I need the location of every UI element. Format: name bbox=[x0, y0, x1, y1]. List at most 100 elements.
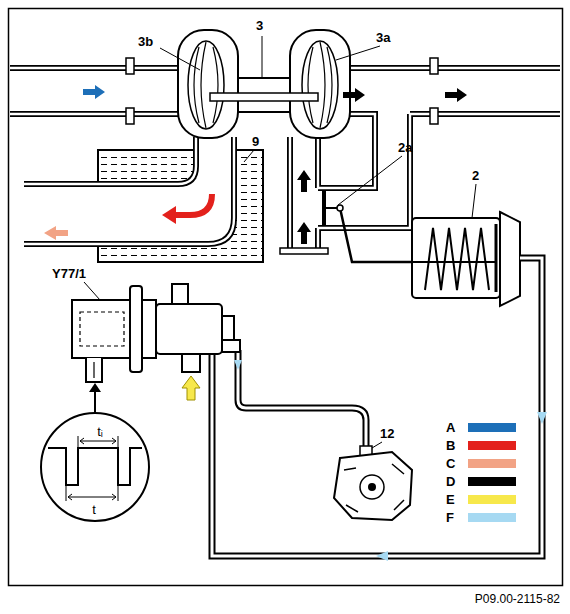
exhaust-arrow bbox=[297, 170, 311, 192]
pulse-waveform bbox=[48, 436, 142, 501]
pipe-flange bbox=[126, 58, 134, 74]
vacuum-flow-arrow bbox=[234, 360, 242, 370]
pipe-flange bbox=[430, 58, 438, 74]
figure-caption: P09.00-2115-82 bbox=[475, 592, 560, 606]
callout-number: 9 bbox=[252, 134, 259, 149]
turbine-wheel bbox=[302, 41, 338, 129]
pressure-transducer bbox=[222, 316, 234, 340]
pulse-waveform bbox=[68, 441, 116, 497]
exhaust-arrow bbox=[445, 88, 467, 102]
legend-swatch bbox=[468, 477, 516, 486]
callout-number: 2a bbox=[398, 140, 412, 155]
callout-number: 3b bbox=[138, 34, 153, 49]
charge-air-arrow bbox=[174, 194, 212, 215]
charge-air-arrow bbox=[162, 206, 176, 224]
vacuum-pump bbox=[360, 475, 384, 499]
pulse-waveform bbox=[66, 436, 118, 501]
pressure-transducer bbox=[182, 354, 200, 372]
compressor-wheel bbox=[178, 30, 238, 138]
vacuum-hose bbox=[212, 258, 542, 556]
turbo-housing bbox=[210, 93, 318, 101]
leader-line bbox=[84, 282, 100, 300]
vacuum-hose bbox=[238, 350, 366, 452]
pipe-wall bbox=[24, 137, 234, 244]
charge-air-arrow bbox=[162, 194, 212, 224]
turbine-wheel bbox=[290, 30, 350, 138]
vacuum-pump bbox=[368, 483, 376, 491]
vacuum-pump bbox=[334, 446, 412, 520]
signal-arrow bbox=[94, 391, 96, 412]
leader-line bbox=[84, 36, 476, 448]
intake-arrow bbox=[83, 85, 105, 99]
leader-line bbox=[336, 46, 380, 60]
compressor-wheel bbox=[188, 41, 224, 129]
leader-line bbox=[160, 48, 200, 70]
pressure-transducer bbox=[222, 340, 240, 352]
legend-swatch bbox=[468, 441, 516, 450]
legend-letter: F bbox=[446, 510, 454, 525]
vacuum-hose bbox=[238, 350, 366, 452]
vacuum-hose bbox=[212, 258, 542, 556]
callout-number: 2 bbox=[472, 168, 479, 183]
leader-line bbox=[372, 442, 382, 448]
boost-actuator bbox=[495, 224, 498, 292]
vacuum-hose bbox=[212, 258, 542, 556]
turbine-wheel bbox=[290, 30, 350, 138]
pipe-wall bbox=[24, 137, 196, 184]
pulse-waveform bbox=[48, 448, 142, 485]
pulse-waveform bbox=[68, 438, 116, 500]
signal-arrow bbox=[89, 383, 101, 412]
leader-line bbox=[472, 184, 476, 218]
boost-actuator bbox=[425, 228, 489, 290]
timing-label: tᵢ bbox=[97, 424, 103, 439]
pressure-transducer bbox=[86, 358, 102, 382]
vacuum-pump bbox=[334, 452, 412, 520]
vacuum-pump bbox=[344, 464, 404, 512]
compressor-wheel bbox=[178, 30, 238, 138]
legend-letter: A bbox=[446, 420, 455, 435]
legend-swatch bbox=[468, 495, 516, 504]
atmosphere-arrow bbox=[182, 376, 200, 400]
timing-label: t bbox=[92, 502, 96, 517]
pipe-flange bbox=[280, 248, 328, 254]
signal-arrow bbox=[89, 383, 101, 392]
legend-letter: D bbox=[446, 474, 455, 489]
exhaust-arrow bbox=[343, 88, 365, 102]
turbine-wheel bbox=[308, 42, 332, 128]
exhaust-arrow bbox=[297, 222, 311, 244]
legend-letter: B bbox=[446, 438, 455, 453]
wastegate-valve bbox=[337, 205, 343, 211]
pressure-transducer bbox=[72, 284, 240, 382]
vacuum-flow-arrow bbox=[537, 412, 547, 424]
pressure-transducer bbox=[80, 312, 124, 346]
pressure-transducer bbox=[130, 286, 142, 372]
callout-number: 3a bbox=[376, 30, 390, 45]
pipe-flange bbox=[126, 108, 134, 124]
duct-interior bbox=[20, 137, 231, 241]
pressure-transducer bbox=[142, 300, 156, 358]
legend-swatch bbox=[468, 513, 516, 522]
pipe-flange bbox=[126, 58, 438, 254]
boost-actuator bbox=[412, 218, 500, 298]
leader-line bbox=[338, 156, 402, 205]
callout-number: Y77/1 bbox=[52, 266, 86, 281]
legend-swatch bbox=[468, 423, 516, 432]
legend-letter: C bbox=[446, 456, 455, 471]
pressure-transducer bbox=[93, 362, 94, 378]
boost-actuator bbox=[412, 261, 496, 263]
frame-border bbox=[9, 9, 563, 586]
boost-actuator bbox=[500, 212, 520, 306]
pressure-transducer bbox=[72, 300, 130, 358]
legend-swatch bbox=[468, 459, 516, 468]
leader-line bbox=[262, 36, 263, 78]
cooled-air-arrow bbox=[44, 226, 68, 240]
boost-actuator bbox=[412, 212, 520, 306]
pressure-transducer bbox=[172, 284, 188, 304]
pipe-flange bbox=[430, 108, 438, 124]
leader-line bbox=[244, 150, 254, 162]
callout-number: 12 bbox=[380, 426, 394, 441]
pressure-transducer bbox=[156, 304, 222, 354]
compressor-wheel bbox=[194, 42, 218, 128]
legend-letter: E bbox=[446, 492, 455, 507]
